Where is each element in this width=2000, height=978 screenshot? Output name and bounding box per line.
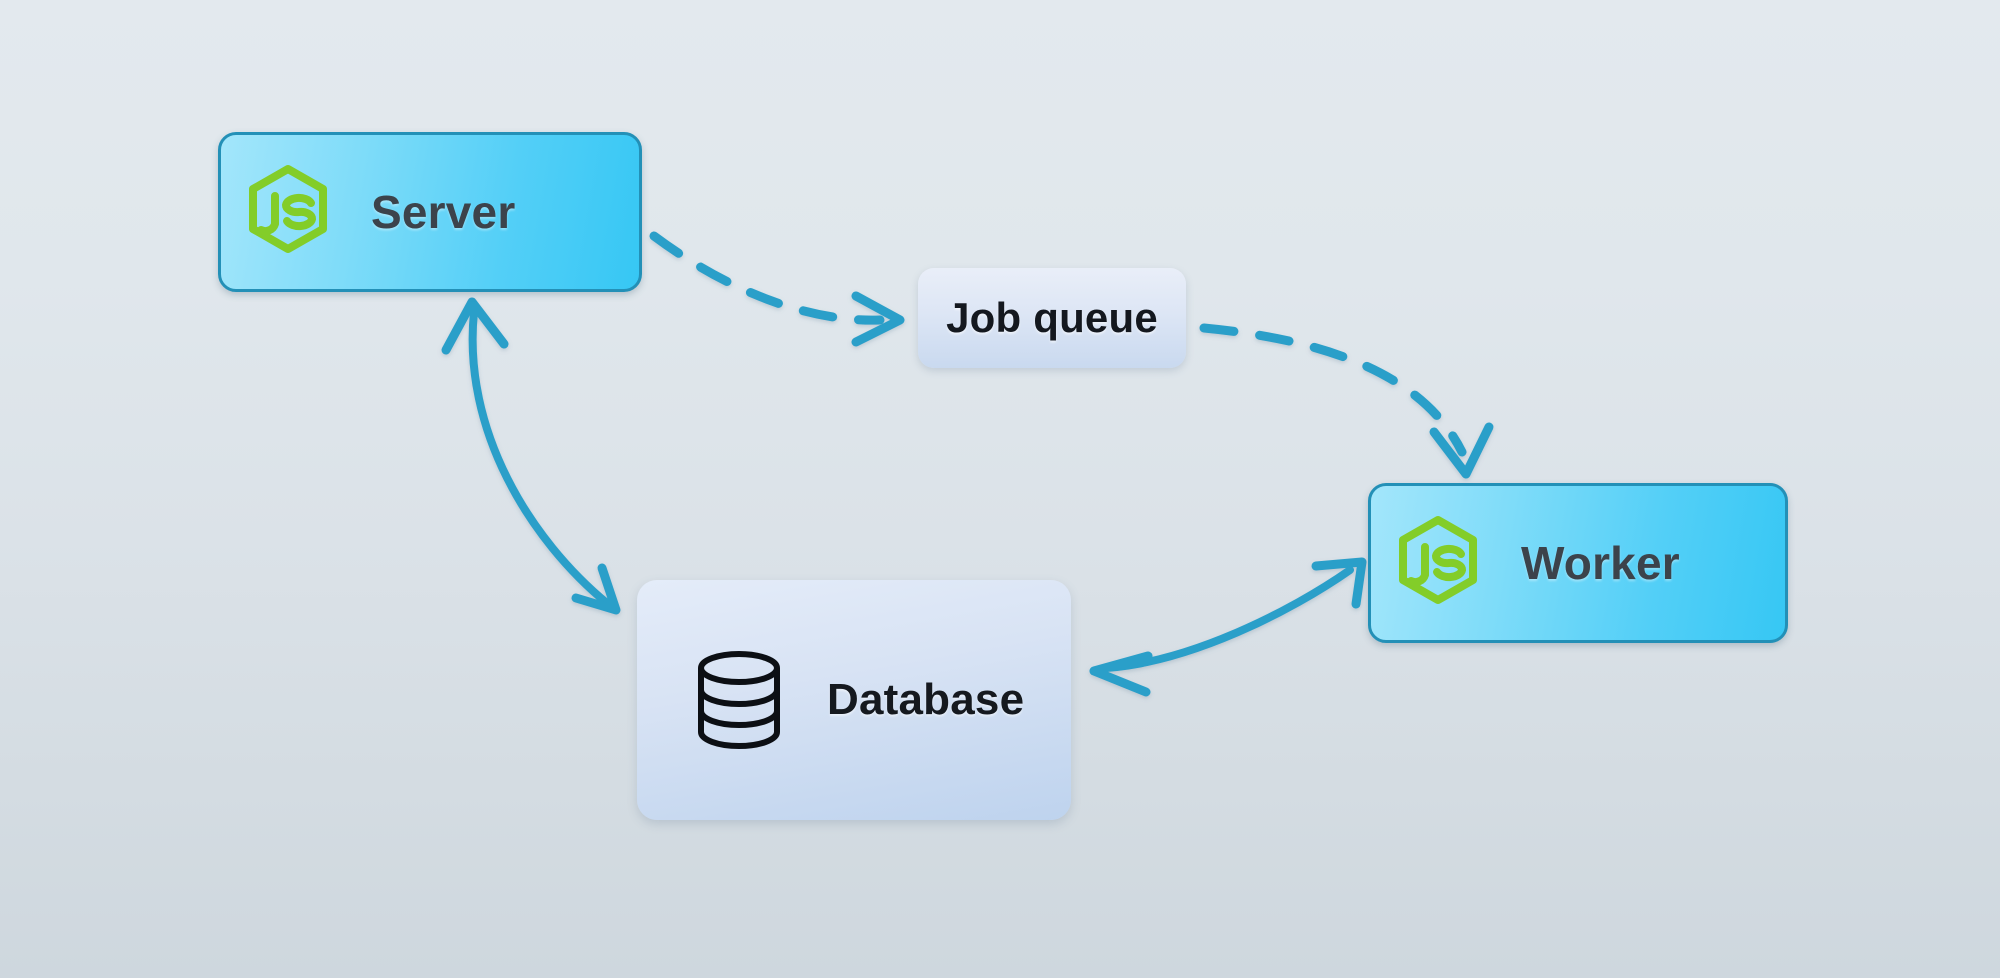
edge-worker-database — [1089, 557, 1367, 697]
node-database-label: Database — [827, 675, 1025, 724]
node-server[interactable]: Server — [218, 132, 642, 292]
node-job-queue-label: Job queue — [946, 294, 1158, 341]
edge-server-to-jobqueue — [649, 231, 905, 347]
edge-server-database — [441, 297, 621, 615]
edge-jobqueue-to-worker — [1199, 323, 1494, 479]
node-worker-label: Worker — [1521, 537, 1680, 589]
nodejs-logo-icon — [245, 164, 331, 260]
node-database[interactable]: Database — [637, 580, 1071, 820]
node-job-queue[interactable]: Job queue — [918, 268, 1186, 368]
node-server-label: Server — [371, 186, 516, 238]
database-cylinder-icon — [693, 648, 785, 752]
nodejs-logo-icon — [1395, 515, 1481, 611]
node-worker[interactable]: Worker — [1368, 483, 1788, 643]
